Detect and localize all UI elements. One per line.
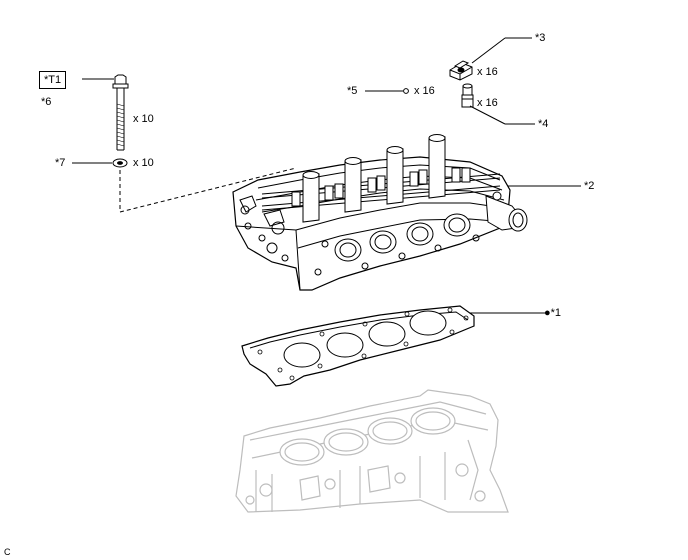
callout-2: *2 xyxy=(584,180,595,192)
callout-t1: *T1 xyxy=(39,71,67,89)
figure-code: C xyxy=(4,547,11,557)
callout-1: ●*1 xyxy=(544,307,562,319)
leader-lines xyxy=(72,37,581,314)
part-4-plunger xyxy=(461,83,474,108)
bolt-quantity: x 10 xyxy=(133,113,154,125)
callout-6: *6 xyxy=(41,96,52,108)
head-gasket xyxy=(241,305,475,387)
part-3-bracket xyxy=(449,60,473,81)
cylinder-block-faint xyxy=(235,389,509,513)
bolt-washer xyxy=(112,158,128,168)
part-3-quantity: x 16 xyxy=(477,66,498,78)
callout-5: *5 xyxy=(347,85,358,97)
part-5-ring xyxy=(403,88,409,94)
callout-3: *3 xyxy=(535,32,546,44)
cylinder-head xyxy=(232,134,528,291)
washer-quantity: x 10 xyxy=(133,157,154,169)
part-4-quantity: x 16 xyxy=(477,97,498,109)
part-5-quantity: x 16 xyxy=(414,85,435,97)
callout-4: *4 xyxy=(538,118,549,130)
head-bolt xyxy=(112,74,129,151)
callout-7: *7 xyxy=(55,157,66,169)
dashed-alignment-line xyxy=(119,167,297,213)
